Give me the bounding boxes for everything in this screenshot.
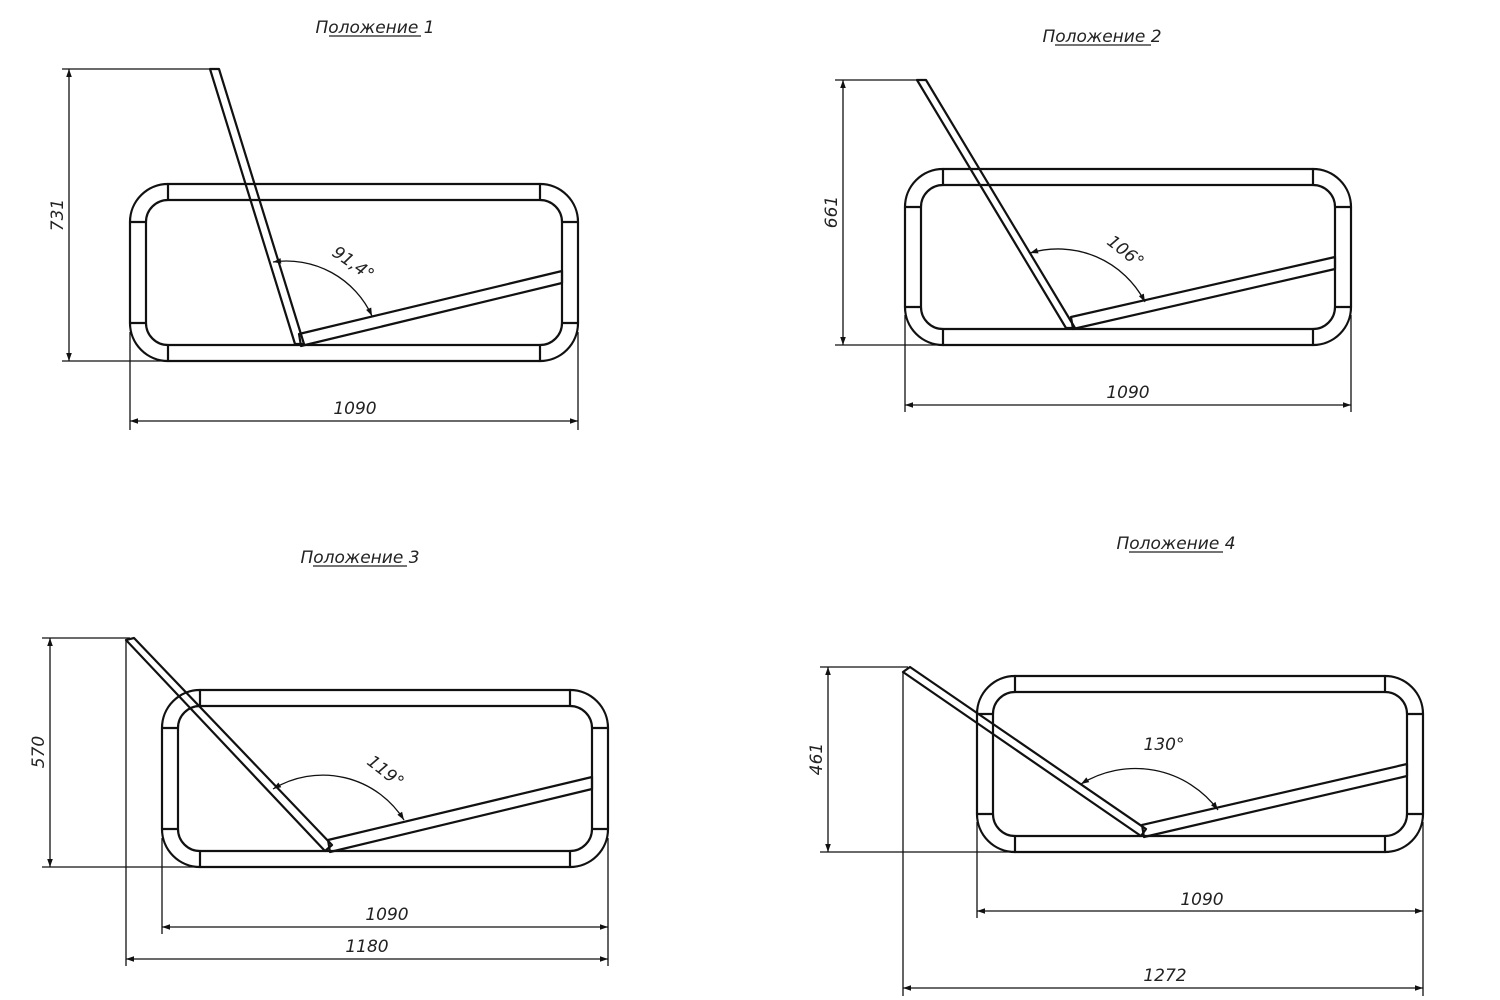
position-2-height-label: 661 [822, 196, 842, 228]
position-3-seat [326, 775, 594, 854]
position-4-width-label: 1090 [1180, 890, 1223, 910]
position-1-angle-label: 91,4° [328, 242, 377, 285]
position-3-height-dimension: 570 [29, 637, 326, 868]
position-2-width-dimension: 1090 [904, 315, 1352, 412]
position-3-height-label: 570 [29, 736, 49, 768]
position-1-frame [128, 182, 580, 363]
position-3-title: Положение 3 [300, 548, 419, 568]
position-4-view: Положение 4 461 [807, 534, 1425, 996]
position-1-backrest [208, 67, 306, 346]
position-3-view: Положение 3 570 [29, 548, 610, 966]
position-3-angle-label: 119° [363, 752, 408, 793]
position-1-angle-dimension: 91,4° [272, 242, 378, 317]
position-4-angle-dimension: 130° [1080, 735, 1219, 811]
position-2-width-label: 1090 [1106, 383, 1149, 403]
position-2-backrest [915, 78, 1077, 330]
position-1-title: Положение 1 [315, 18, 434, 38]
position-1-width-label: 1090 [333, 399, 376, 419]
position-3-overall-dimension: 1180 [125, 640, 608, 966]
position-4-backrest [901, 665, 1148, 838]
position-3-overall-label: 1180 [345, 937, 388, 957]
position-4-seat [1140, 762, 1409, 839]
position-3-backrest [124, 636, 334, 853]
position-4-frame [975, 674, 1425, 854]
position-1-width-dimension: 1090 [129, 332, 579, 430]
position-2-angle-dimension: 106° [1029, 232, 1148, 303]
position-2-view: Положение 2 661 [822, 27, 1353, 412]
position-2-height-dimension: 661 [822, 79, 1068, 346]
position-4-overall-dimension: 1272 [902, 672, 1423, 996]
position-1-seat [297, 269, 564, 348]
position-4-height-dimension: 461 [807, 666, 1142, 853]
position-1-view: Положение 1 731 [48, 18, 580, 430]
position-2-title: Положение 2 [1042, 27, 1161, 47]
position-4-overall-label: 1272 [1143, 966, 1186, 986]
position-1-height-label: 731 [48, 199, 68, 231]
position-4-height-label: 461 [807, 743, 827, 775]
position-4-title: Положение 4 [1116, 534, 1235, 554]
position-1-height-dimension: 731 [48, 68, 296, 362]
position-2-angle-label: 106° [1103, 232, 1148, 273]
position-2-seat [1069, 255, 1337, 331]
position-4-angle-label: 130° [1144, 735, 1185, 755]
position-3-width-dimension: 1090 [161, 838, 609, 966]
position-3-angle-dimension: 119° [272, 752, 408, 821]
position-3-width-label: 1090 [365, 905, 408, 925]
position-4-width-dimension: 1090 [976, 822, 1424, 996]
